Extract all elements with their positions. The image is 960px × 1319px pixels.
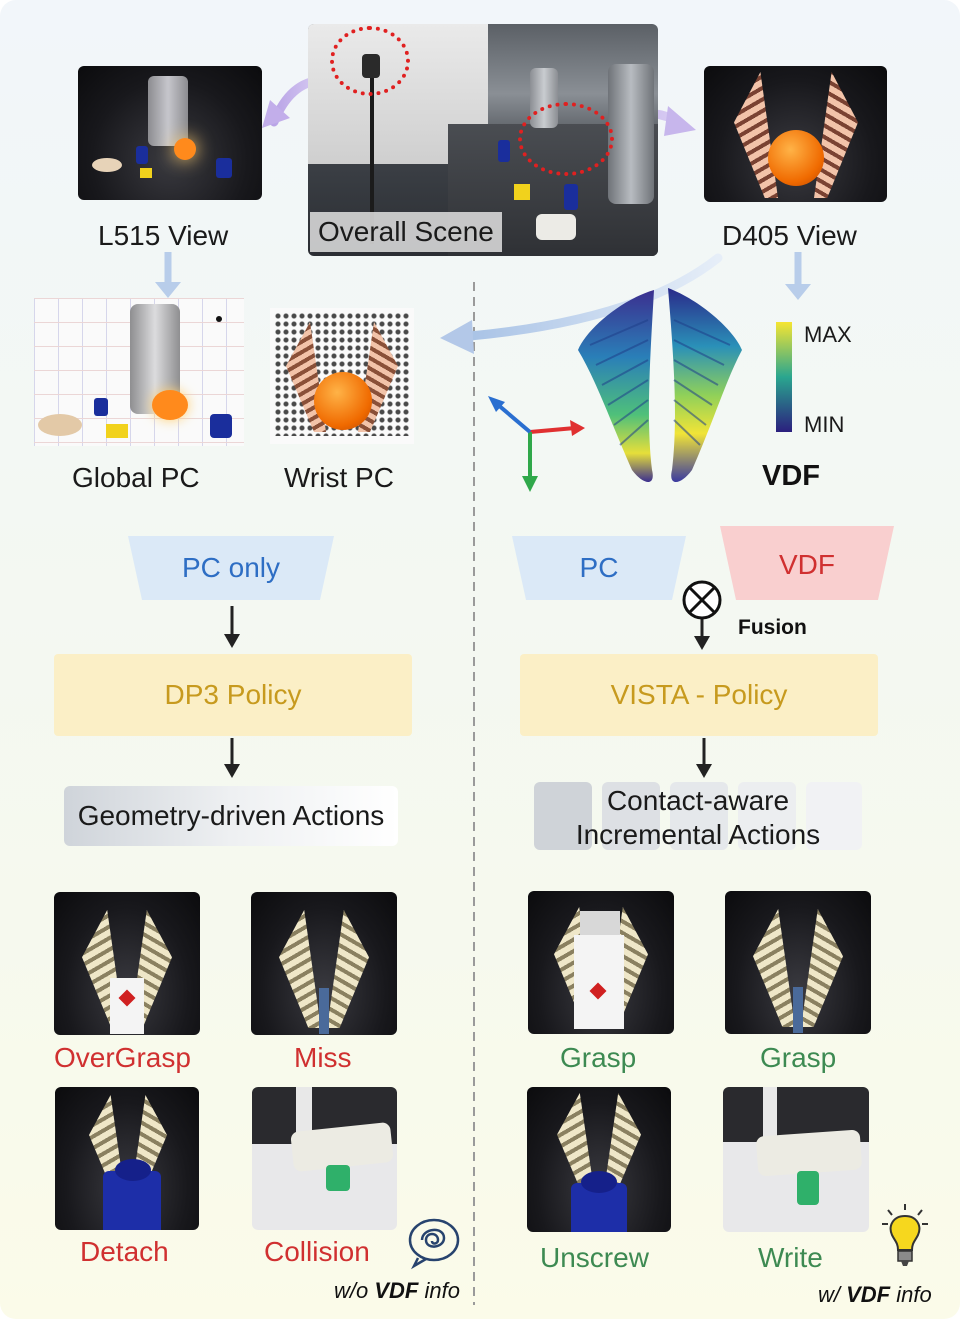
result-collision-label: Collision bbox=[264, 1236, 370, 1267]
contact-actions-line1: Contact-aware bbox=[606, 785, 790, 816]
overall-scene-label: Overall Scene bbox=[310, 212, 502, 252]
vdf-input-label: VDF bbox=[779, 549, 835, 580]
vdf-title: VDF bbox=[762, 460, 820, 492]
arrow-to-l515-head bbox=[262, 100, 290, 128]
axis-y-icon bbox=[522, 476, 538, 492]
result-detach-label: Detach bbox=[80, 1236, 169, 1267]
confusion-icon bbox=[408, 1218, 460, 1270]
arrow-fusion-to-vista bbox=[694, 636, 710, 650]
overall-scene-photo: Overall Scene bbox=[308, 24, 658, 256]
pc-label: PC bbox=[579, 552, 619, 583]
arrow-dp3-to-actions bbox=[224, 764, 240, 778]
vdf-colorbar bbox=[776, 322, 792, 432]
vdf-box bbox=[720, 526, 894, 600]
d405-view-photo bbox=[704, 66, 887, 202]
dp3-policy-box: DP3 Policy bbox=[54, 654, 412, 736]
vdf-left-fin bbox=[578, 290, 654, 482]
result-overgrasp-label: OverGrasp bbox=[54, 1042, 191, 1073]
global-pc-label: Global PC bbox=[72, 462, 200, 493]
colorbar-min-label: MIN bbox=[804, 412, 845, 437]
write-photo bbox=[723, 1087, 869, 1232]
lightbulb-icon bbox=[882, 1204, 928, 1266]
d405-view-label: D405 View bbox=[722, 220, 857, 251]
gripper-highlight-circle bbox=[518, 102, 614, 176]
vista-policy-box: VISTA - Policy bbox=[520, 654, 878, 736]
camera-highlight-circle bbox=[330, 26, 410, 96]
grasp-empty-photo bbox=[725, 891, 871, 1034]
pc-only-box bbox=[128, 536, 334, 600]
vdf-right-fin bbox=[668, 288, 742, 482]
global-pc-image bbox=[34, 298, 244, 446]
pc-box bbox=[512, 536, 686, 600]
detach-photo bbox=[55, 1087, 199, 1230]
arrow-to-wrist-pc-head bbox=[440, 320, 474, 354]
axis-x-icon bbox=[570, 420, 585, 436]
grasp-card-photo bbox=[528, 891, 674, 1034]
arrow-down-l515 bbox=[155, 282, 181, 298]
fusion-label: Fusion bbox=[738, 616, 807, 639]
footer-without-vdf: w/o VDF info bbox=[334, 1278, 460, 1303]
result-unscrew-label: Unscrew bbox=[540, 1242, 649, 1273]
result-write-label: Write bbox=[758, 1242, 823, 1273]
arrow-pc-to-dp3 bbox=[224, 634, 240, 648]
overgrasp-photo bbox=[54, 892, 200, 1035]
unscrew-photo bbox=[527, 1087, 671, 1232]
result-grasp-2-label: Grasp bbox=[760, 1042, 837, 1073]
wrist-pc-label: Wrist PC bbox=[284, 462, 394, 493]
arrow-to-d405-head bbox=[664, 106, 696, 136]
result-miss-label: Miss bbox=[294, 1042, 352, 1073]
contact-actions-line2: Incremental Actions bbox=[575, 819, 821, 850]
result-grasp-1-label: Grasp bbox=[560, 1042, 637, 1073]
contact-actions-box: Contact-aware Incremental Actions bbox=[534, 782, 862, 850]
arrow-down-d405 bbox=[785, 284, 811, 300]
l515-view-photo bbox=[78, 66, 262, 200]
collision-photo bbox=[252, 1087, 397, 1230]
l515-view-label: L515 View bbox=[98, 220, 229, 251]
arrow-vista-to-actions bbox=[696, 764, 712, 778]
miss-photo bbox=[251, 892, 397, 1035]
axis-z-icon bbox=[488, 396, 505, 412]
footer-with-vdf: w/ VDF info bbox=[818, 1282, 932, 1307]
pc-only-label: PC only bbox=[181, 552, 281, 583]
wrist-pc-image bbox=[270, 308, 414, 444]
geometry-actions-box: Geometry-driven Actions bbox=[64, 786, 398, 846]
colorbar-max-label: MAX bbox=[804, 322, 852, 347]
